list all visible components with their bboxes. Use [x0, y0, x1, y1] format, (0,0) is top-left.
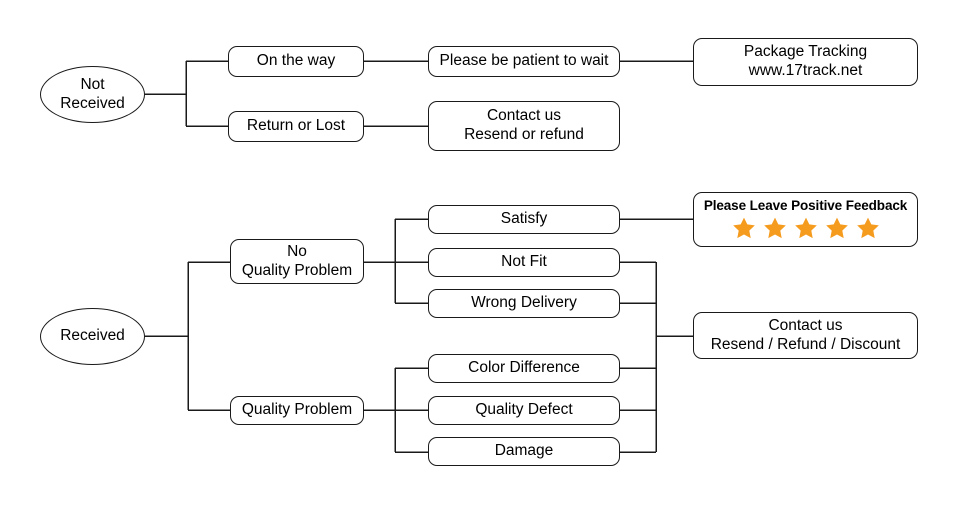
node-no-quality-problem-line-2: Quality Problem — [241, 261, 353, 279]
node-contact-us-resend-refund-line-1: Contact us — [486, 107, 562, 125]
node-quality-problem[interactable]: Quality Problem — [230, 396, 364, 425]
node-quality-problem-label: Quality Problem — [241, 401, 353, 419]
star-rating[interactable] — [732, 216, 880, 240]
node-satisfy-label: Satisfy — [500, 210, 548, 228]
node-not-received-line-2: Received — [60, 94, 125, 112]
node-wrong-delivery-label: Wrong Delivery — [471, 294, 577, 312]
node-on-the-way-label: On the way — [256, 52, 336, 70]
node-contact-us-discount-line-2: Resend / Refund / Discount — [710, 335, 901, 353]
node-quality-defect-label: Quality Defect — [475, 401, 573, 419]
node-please-be-patient[interactable]: Please be patient to wait — [428, 46, 620, 77]
node-return-or-lost-label: Return or Lost — [246, 117, 346, 135]
node-color-difference[interactable]: Color Difference — [428, 354, 620, 383]
node-not-received[interactable]: Not Received — [40, 66, 145, 123]
node-satisfy[interactable]: Satisfy — [428, 205, 620, 234]
star-icon — [856, 218, 879, 239]
node-please-be-patient-label: Please be patient to wait — [439, 52, 609, 70]
node-received[interactable]: Received — [40, 308, 145, 365]
node-not-received-line-1: Not — [80, 75, 105, 93]
node-package-tracking-url: www.17track.net — [748, 62, 863, 79]
node-return-or-lost[interactable]: Return or Lost — [228, 111, 364, 142]
node-contact-us-discount-line-1: Contact us — [768, 316, 843, 334]
node-contact-us-resend-refund-line-2: Resend or refund — [464, 126, 584, 143]
node-contact-us-resend-refund[interactable]: Contact us Resend or refund — [428, 101, 620, 151]
star-icon — [763, 218, 786, 239]
node-no-quality-problem-line-1: No — [287, 242, 307, 260]
node-package-tracking[interactable]: Package Tracking www.17track.net — [693, 38, 918, 86]
node-no-quality-problem[interactable]: No Quality Problem — [230, 239, 364, 284]
node-not-fit-label: Not Fit — [501, 253, 547, 271]
star-icon — [825, 218, 848, 239]
node-package-tracking-line-1: Package Tracking — [743, 43, 868, 61]
node-positive-feedback[interactable]: Please Leave Positive Feedback — [693, 192, 918, 247]
node-damage-label: Damage — [494, 442, 554, 460]
star-icon — [732, 218, 755, 239]
node-received-label: Received — [60, 327, 125, 345]
node-damage[interactable]: Damage — [428, 437, 620, 466]
positive-feedback-title: Please Leave Positive Feedback — [703, 198, 908, 213]
star-icon — [794, 218, 817, 239]
node-contact-us-resend-refund-discount[interactable]: Contact us Resend / Refund / Discount — [693, 312, 918, 359]
node-quality-defect[interactable]: Quality Defect — [428, 396, 620, 425]
node-not-fit[interactable]: Not Fit — [428, 248, 620, 277]
node-color-difference-label: Color Difference — [468, 359, 580, 377]
node-wrong-delivery[interactable]: Wrong Delivery — [428, 289, 620, 318]
node-on-the-way[interactable]: On the way — [228, 46, 364, 77]
